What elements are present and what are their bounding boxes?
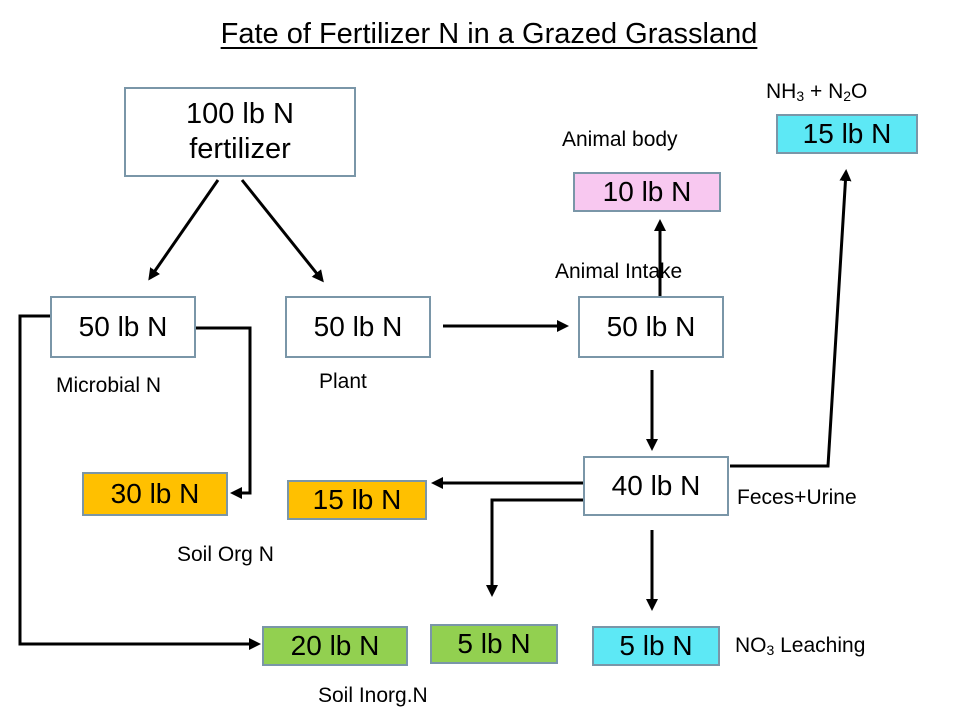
soil-org-n-box-a: 30 lb N — [82, 472, 228, 516]
plant-box: 50 lb N — [285, 296, 431, 358]
soil-org-n-box-b: 15 lb N — [287, 480, 427, 520]
arrow-feces-urine-to-gas — [730, 169, 852, 468]
arrow-fertilizer-to-microbial — [148, 179, 220, 281]
leaching-box: 5 lb N — [592, 626, 720, 666]
arrow-feces-urine-to-soil-inorg — [486, 498, 583, 597]
arrow-microbial-to-soil-org — [196, 326, 252, 499]
soil-inorg-n-box-b: 5 lb N — [430, 624, 558, 664]
diagram-title: Fate of Fertilizer N in a Grazed Grassla… — [220, 18, 758, 50]
fertilizer-amount: 100 lb N — [185, 98, 294, 131]
soil-inorg-n-label: Soil Inorg.N — [318, 684, 428, 707]
gas-loss-label: NH3 + N2O — [766, 80, 867, 104]
plant-label: Plant — [319, 370, 367, 393]
no3-subscript: 3 — [766, 642, 775, 658]
gas-loss-box: 15 lb N — [776, 114, 918, 154]
microbial-n-label: Microbial N — [56, 374, 162, 397]
fertilizer-box: 100 lb N fertilizer — [124, 87, 356, 177]
animal-intake-box: 50 lb N — [578, 296, 724, 358]
feces-urine-box: 40 lb N — [583, 456, 729, 516]
o-text: O — [851, 80, 868, 103]
animal-body-box: 10 lb N — [573, 172, 721, 212]
no-text: NO — [735, 634, 767, 657]
arrow-fertilizer-to-plant — [240, 179, 324, 283]
nh-text: NH — [766, 80, 797, 103]
no3-leaching-label: NO3 Leaching — [735, 634, 865, 658]
microbial-n-box: 50 lb N — [50, 296, 196, 358]
n-subscript: 2 — [843, 88, 852, 104]
animal-body-label: Animal body — [562, 128, 678, 151]
fertilizer-label: fertilizer — [189, 133, 291, 165]
feces-urine-label: Feces+Urine — [737, 486, 857, 509]
arrow-microbial-to-soil-inorg — [18, 314, 261, 650]
nh-subscript: 3 — [796, 88, 805, 104]
soil-inorg-n-box-a: 20 lb N — [262, 626, 408, 666]
plus-n-text: + N — [804, 80, 844, 103]
soil-org-n-label: Soil Org N — [177, 543, 274, 566]
animal-intake-label: Animal Intake — [555, 260, 683, 283]
leaching-text: Leaching — [774, 634, 866, 657]
